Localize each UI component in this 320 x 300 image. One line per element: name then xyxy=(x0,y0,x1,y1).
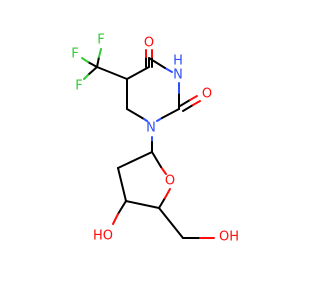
atom-f-left: F xyxy=(71,47,78,62)
bond-cf3-fleft-black xyxy=(87,61,98,68)
bond-c3p-oh xyxy=(112,213,119,225)
bond-o-c1p xyxy=(151,151,162,168)
bond-n3-c4 xyxy=(164,67,173,73)
atom-o-c4: O xyxy=(144,36,154,51)
atom-labels: O O H N N F F F O HO OH xyxy=(71,33,239,245)
bond-c3p-oh-black xyxy=(117,200,127,215)
bond-c2-o-b xyxy=(182,104,194,112)
atom-ho-c3p: HO xyxy=(93,229,113,244)
atom-o-c2: O xyxy=(202,87,212,102)
bond-c4p-o-black xyxy=(158,197,166,209)
atom-f-top: F xyxy=(97,33,104,48)
bond-cf3-ftop-black xyxy=(96,56,100,68)
bond-c2p-c3p xyxy=(117,167,127,202)
bonds xyxy=(81,48,215,239)
bond-c4-c5 xyxy=(126,66,150,80)
bond-cf3-flower xyxy=(83,74,89,80)
bond-c2-o-b-red xyxy=(192,100,201,106)
bond-cf3-flower-black xyxy=(87,66,98,76)
bond-cf3-ftop xyxy=(98,48,102,58)
atom-n3: N xyxy=(173,68,183,83)
atom-h-n3: H xyxy=(173,54,183,69)
atom-n1: N xyxy=(146,121,156,136)
bond-c2-o-a-red xyxy=(189,95,198,101)
atom-oh-c5p: OH xyxy=(219,230,239,245)
atom-f-lower: F xyxy=(75,79,82,94)
bond-c2-o-a xyxy=(179,99,191,107)
bond-c3p-c4p xyxy=(125,200,160,209)
bond-cf3-fleft xyxy=(81,57,89,63)
bond-c6-n1 xyxy=(126,108,145,120)
bond-c2-half xyxy=(161,108,180,119)
molecule-structure-diagram: O O H N N F F F O HO OH xyxy=(71,33,239,245)
bond-c4p-o xyxy=(164,188,171,199)
bond-c4p-c5p xyxy=(158,207,184,239)
atom-o-ring: O xyxy=(165,174,175,189)
bond-c1p-c2p xyxy=(117,151,153,169)
bond-n1-c6-half xyxy=(143,118,148,122)
bond-o-c1p-red xyxy=(160,166,167,175)
bond-c5-cf3 xyxy=(96,66,128,80)
